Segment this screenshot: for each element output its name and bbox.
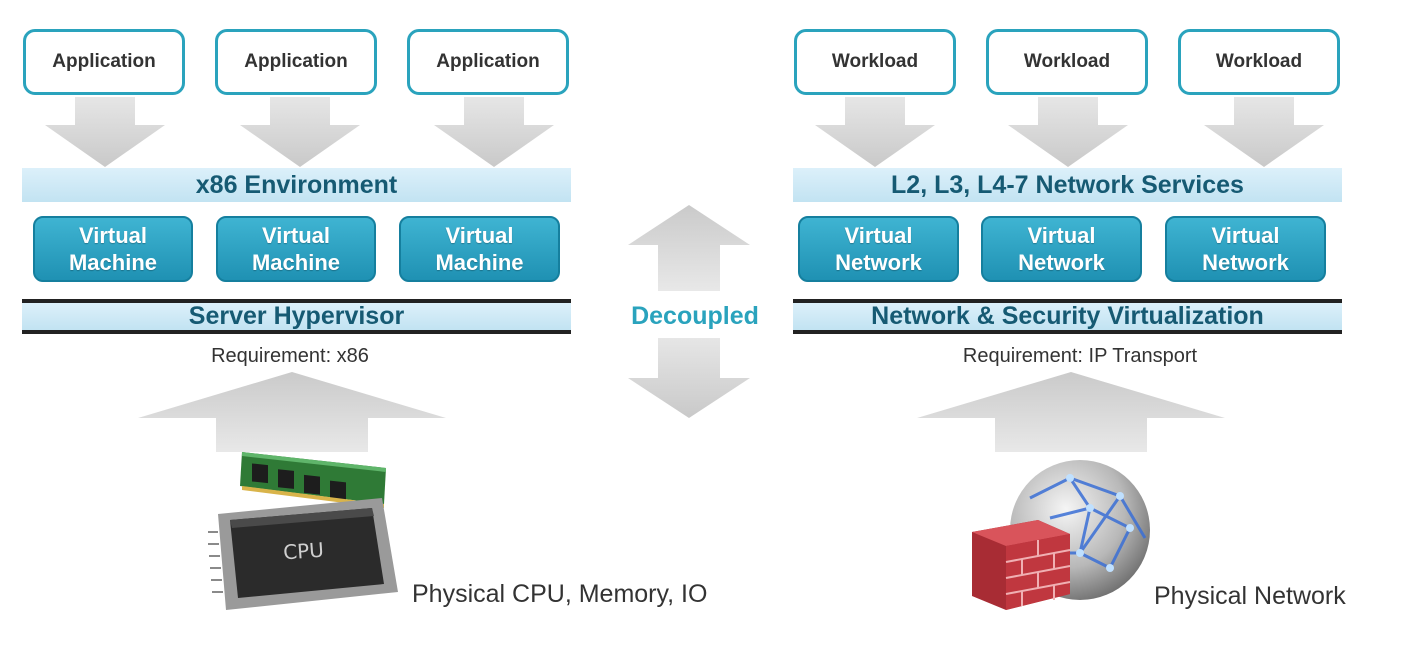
decoupled-up-arrow	[628, 205, 750, 291]
vnet-3-line1: Virtual	[1211, 223, 1280, 248]
decoupled-label: Decoupled	[631, 302, 759, 330]
up-arrow-physical-right	[917, 372, 1225, 452]
vm-2-line1: Virtual	[261, 223, 331, 248]
workload-box-1: Workload	[794, 29, 956, 95]
vm-3-line2: Machine	[435, 250, 524, 275]
firewall-icon	[972, 520, 1071, 610]
decoupled-down-arrow	[628, 338, 750, 418]
cpu-label: CPU	[282, 538, 324, 565]
vnet-2-line2: Network	[1018, 250, 1105, 275]
application-box-3: Application	[407, 29, 569, 95]
workload-box-2: Workload	[986, 29, 1148, 95]
up-arrow-physical-left	[138, 372, 446, 452]
physical-cpu-caption: Physical CPU, Memory, IO	[412, 580, 708, 608]
application-box-2: Application	[215, 29, 377, 95]
vnet-2-line1: Virtual	[1027, 223, 1096, 248]
network-services-band: L2, L3, L4-7 Network Services	[793, 168, 1342, 202]
cpu-chip-icon: CPU	[208, 498, 398, 610]
vm-1-line2: Machine	[68, 250, 158, 275]
server-hypervisor-band: Server Hypervisor	[22, 299, 571, 334]
vm-1-line1: Virtual	[78, 223, 148, 248]
down-arrow-workload-1	[815, 97, 935, 167]
down-arrow-app-1	[45, 97, 165, 167]
physical-network-caption: Physical Network	[1154, 582, 1346, 610]
vm-3-line1: Virtual	[445, 223, 514, 248]
requirement-x86: Requirement: x86	[211, 345, 369, 367]
down-arrow-app-2	[240, 97, 360, 167]
down-arrow-app-3	[434, 97, 554, 167]
x86-environment-band: x86 Environment	[22, 168, 571, 202]
requirement-ip-transport: Requirement: IP Transport	[962, 345, 1198, 367]
vm-2-line2: Machine	[251, 250, 341, 275]
vnet-1-line2: Network	[835, 250, 922, 275]
down-arrow-workload-2	[1008, 97, 1128, 167]
down-arrow-workload-3	[1204, 97, 1324, 167]
vnet-1-line1: Virtual	[844, 223, 913, 248]
application-box-1: Application	[23, 29, 185, 95]
network-security-virtualization-band: Network & Security Virtualization	[793, 299, 1342, 334]
workload-box-3: Workload	[1178, 29, 1340, 95]
vnet-3-line2: Network	[1202, 250, 1289, 275]
